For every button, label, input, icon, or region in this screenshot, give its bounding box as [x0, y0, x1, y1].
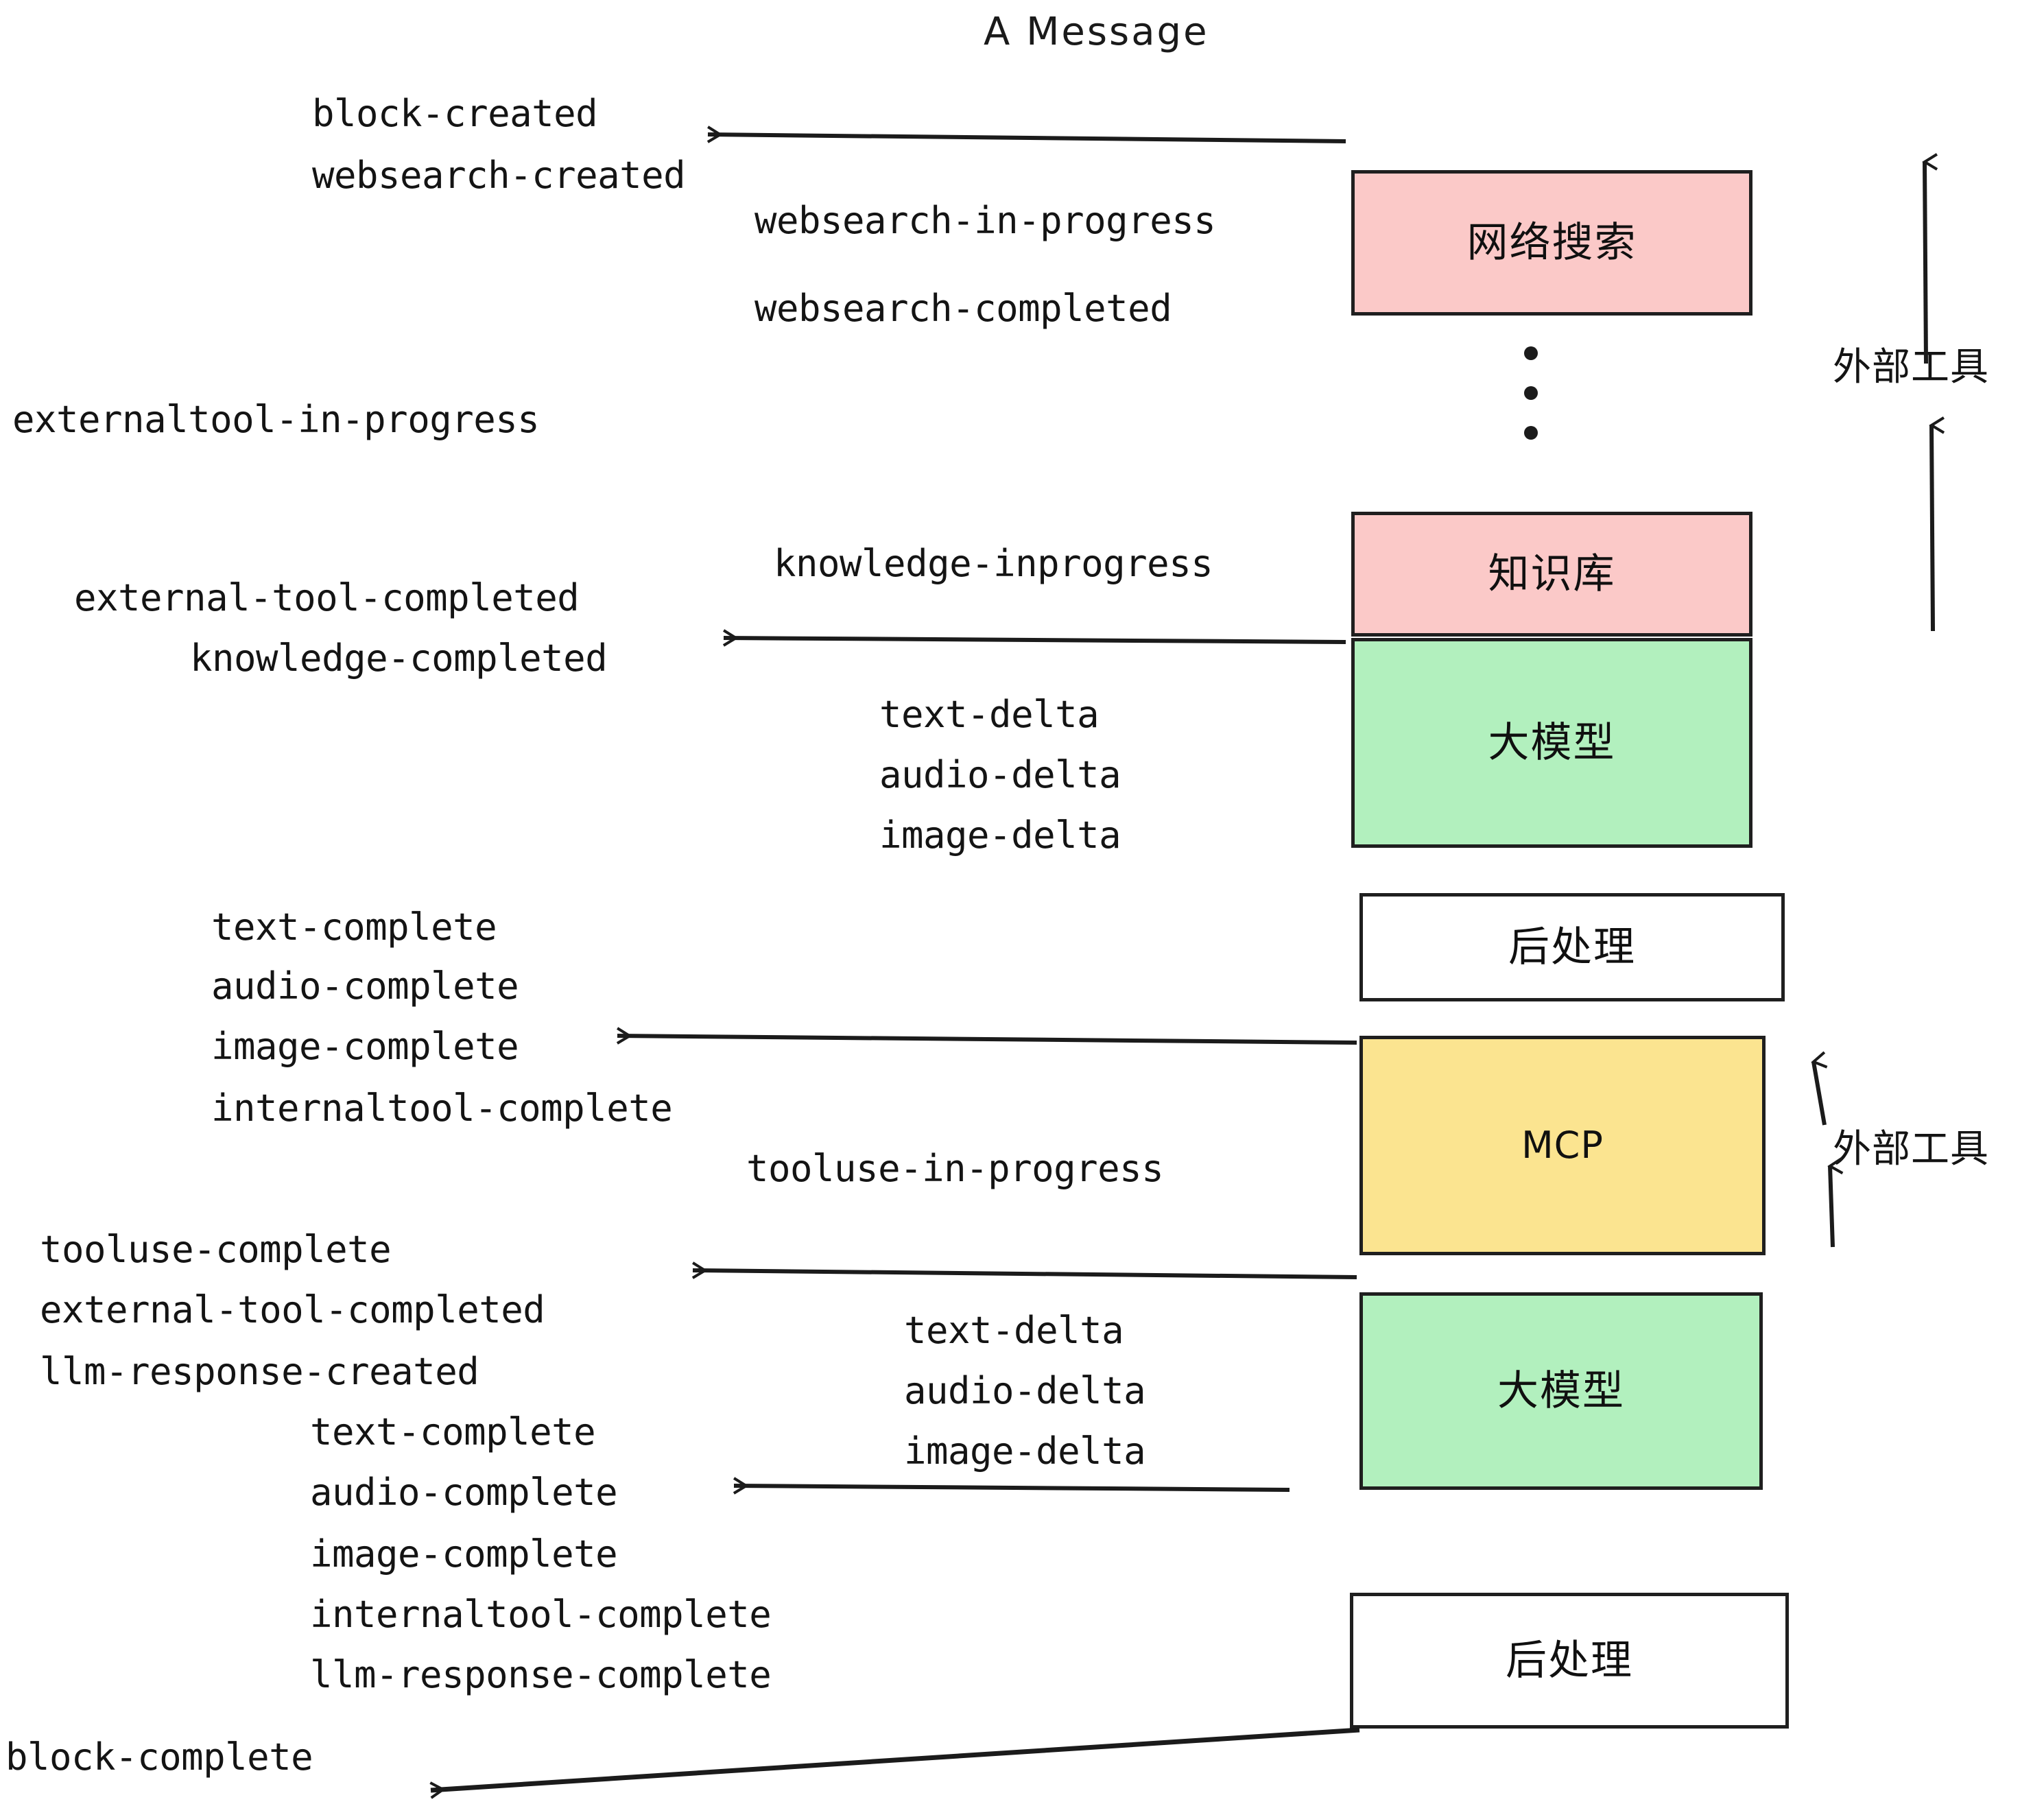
event-block-complete: block-complete: [5, 1735, 313, 1779]
arrow-websearch-created: [706, 126, 1346, 143]
event-internaltool-complete-1: internaltool-complete: [211, 1087, 673, 1130]
event-block-created: block-created: [312, 92, 598, 135]
node-postprocess-2-label: 后处理: [1506, 1637, 1633, 1685]
node-websearch-label: 网络搜索: [1466, 219, 1637, 267]
event-image-delta-2: image-delta: [904, 1429, 1146, 1473]
event-websearch-in-progress: websearch-in-progress: [754, 199, 1216, 242]
event-image-complete-1: image-complete: [211, 1025, 519, 1068]
node-postprocess-1-label: 后处理: [1508, 923, 1636, 971]
node-mcp-label: MCP: [1521, 1124, 1604, 1167]
node-postprocess-2[interactable]: 后处理: [1350, 1593, 1789, 1729]
event-text-complete-2: text-complete: [310, 1410, 596, 1453]
event-audio-delta-1: audio-delta: [879, 753, 1121, 796]
event-audio-delta-2: audio-delta: [904, 1369, 1146, 1412]
node-llm-2[interactable]: 大模型: [1359, 1292, 1763, 1490]
event-internaltool-complete-2: internaltool-complete: [310, 1593, 772, 1636]
arrow-audio-complete-2: [733, 1477, 1290, 1495]
event-external-tool-completed-1: external-tool-completed: [74, 576, 580, 619]
node-llm-1[interactable]: 大模型: [1351, 638, 1752, 848]
event-knowledge-inprogress: knowledge-inprogress: [774, 542, 1213, 585]
event-websearch-created: websearch-created: [312, 154, 686, 197]
node-llm-2-label: 大模型: [1497, 1367, 1625, 1415]
dot-2: [1524, 386, 1538, 400]
event-tooluse-in-progress: tooluse-in-progress: [746, 1147, 1164, 1190]
event-knowledge-completed: knowledge-completed: [190, 637, 608, 680]
event-text-delta-1: text-delta: [879, 693, 1100, 736]
event-tooluse-complete: tooluse-complete: [40, 1228, 392, 1271]
arrow-external-tools-bottom-up: [1811, 1051, 1828, 1126]
page-title: A Message: [984, 10, 1209, 54]
dot-3: [1524, 426, 1538, 440]
node-knowledge[interactable]: 知识库: [1351, 512, 1752, 637]
event-image-delta-1: image-delta: [879, 814, 1121, 857]
event-external-tool-completed-2: external-tool-completed: [40, 1288, 545, 1331]
event-audio-complete-1: audio-complete: [211, 964, 519, 1008]
event-llm-response-complete: llm-response-complete: [310, 1653, 772, 1696]
arrow-tooluse-complete: [691, 1261, 1357, 1279]
arrow-external-tools-top-down: [1929, 416, 1945, 632]
event-externaltool-in-progress: externaltool-in-progress: [12, 398, 540, 441]
node-mcp[interactable]: MCP: [1359, 1036, 1766, 1255]
node-llm-1-label: 大模型: [1488, 719, 1616, 767]
annotation-external-tools-top: 外部工具: [1833, 345, 1989, 390]
event-image-complete-2: image-complete: [310, 1532, 618, 1576]
arrow-external-tools-top-up: [1922, 153, 1938, 364]
dot-1: [1524, 346, 1538, 360]
event-text-delta-2: text-delta: [904, 1309, 1124, 1352]
arrow-image-complete-1: [616, 1027, 1357, 1045]
node-knowledge-label: 知识库: [1488, 550, 1616, 598]
annotation-external-tools-bottom: 外部工具: [1833, 1127, 1989, 1172]
event-audio-complete-2: audio-complete: [310, 1471, 618, 1514]
arrow-block-complete: [429, 1727, 1360, 1799]
event-websearch-completed: websearch-completed: [754, 287, 1172, 330]
arrow-knowledge-completed: [722, 629, 1346, 647]
event-llm-response-created: llm-response-created: [40, 1350, 479, 1393]
node-postprocess-1[interactable]: 后处理: [1359, 893, 1785, 1001]
ellipsis-dots: [1524, 346, 1538, 440]
arrow-external-tools-bottom-down: [1827, 1156, 1844, 1248]
event-text-complete-1: text-complete: [211, 905, 497, 949]
node-websearch[interactable]: 网络搜索: [1351, 170, 1752, 316]
